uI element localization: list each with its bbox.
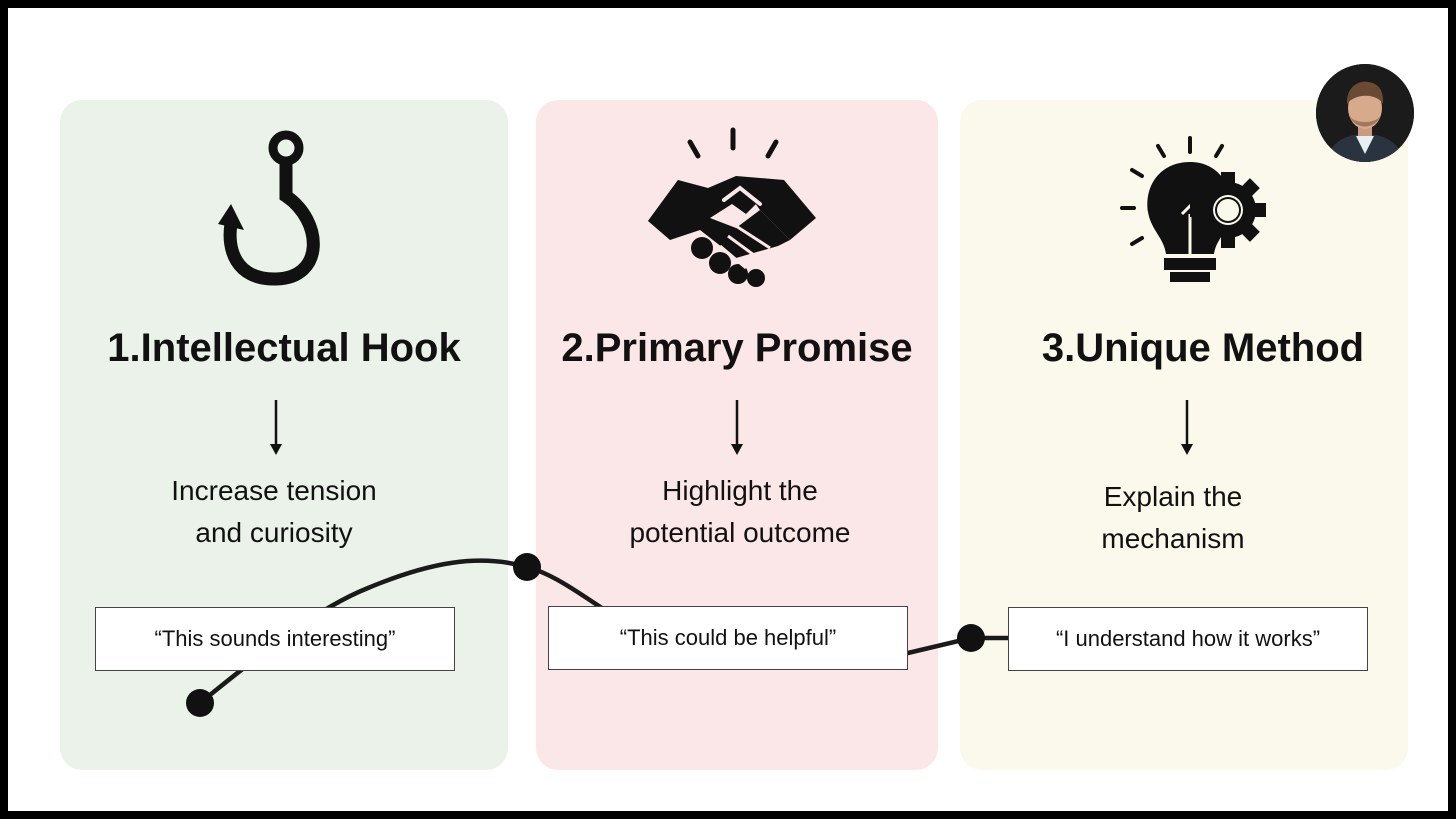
arrow-down-icon (270, 400, 282, 455)
quote-box-2: “This could be helpful” (548, 606, 908, 670)
arrow-down-icon (1181, 400, 1193, 455)
step-description-3: Explain the mechanism (1023, 476, 1323, 560)
step-description-3-line2: mechanism (1101, 523, 1245, 554)
handshake-icon (648, 127, 816, 287)
step-description-1-line2: and curiosity (195, 517, 353, 548)
step-title-3: 3.Unique Method (1041, 326, 1365, 370)
slide-canvas: 1.Intellectual Hook 2.Primary Promise 3.… (8, 8, 1448, 811)
step-description-2-line1: Highlight the (662, 475, 818, 506)
step-title-1: 1.Intellectual Hook (107, 326, 461, 370)
step-title-2: 2.Primary Promise (561, 326, 913, 370)
arrow-down-icon (731, 400, 743, 455)
step-description-2: Highlight the potential outcome (590, 470, 890, 554)
quote-box-3: “I understand how it works” (1008, 607, 1368, 671)
lightbulb-gear-icon (1120, 136, 1266, 282)
presenter-avatar (1316, 64, 1414, 162)
step-description-1-line1: Increase tension (171, 475, 377, 506)
quote-box-1: “This sounds interesting” (95, 607, 455, 671)
step-description-1: Increase tension and curiosity (124, 470, 424, 554)
step-description-2-line2: potential outcome (629, 517, 851, 548)
fishing-hook-icon (218, 130, 320, 286)
step-description-3-line1: Explain the (1103, 481, 1243, 512)
